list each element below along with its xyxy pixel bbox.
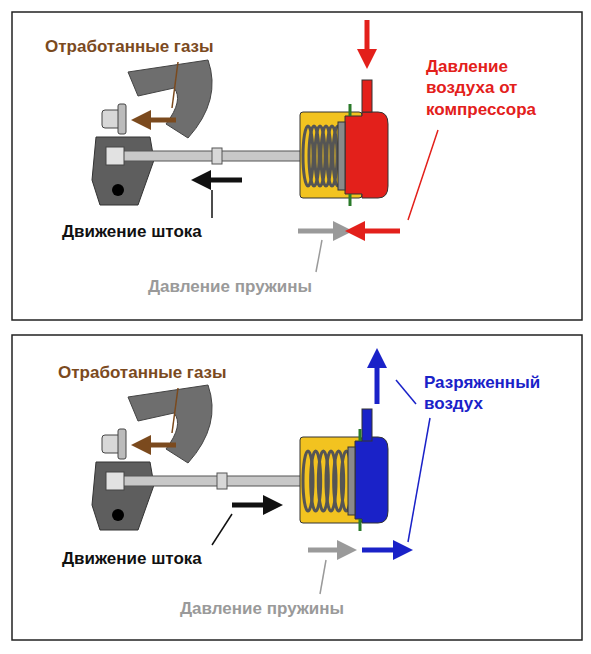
actuator-housing xyxy=(300,437,362,523)
force-arrow xyxy=(308,548,341,553)
diaphragm xyxy=(349,104,352,206)
callout-label: Отработанные газы xyxy=(58,362,288,383)
force-arrow xyxy=(365,20,370,53)
panel-frame xyxy=(12,335,582,640)
leader-line xyxy=(320,560,326,594)
leader-line xyxy=(396,380,416,404)
force-arrow xyxy=(147,118,176,123)
leader-line xyxy=(316,240,322,272)
callout-label: Движение штока xyxy=(62,548,262,569)
force-arrow xyxy=(207,178,242,183)
leader-line xyxy=(172,62,178,108)
pivot-hole xyxy=(112,509,124,521)
hose-nipple xyxy=(362,409,372,441)
exhaust-pipe xyxy=(128,385,212,463)
rod-nut xyxy=(106,147,124,165)
lever-arm xyxy=(92,137,154,205)
callout-label: Давление пружины xyxy=(180,598,410,619)
pressure-chamber xyxy=(345,112,388,198)
label-box: Отработанные газы xyxy=(45,36,275,57)
label-box: Давление пружины xyxy=(180,598,410,619)
hose-nipple xyxy=(362,80,372,112)
leader-line xyxy=(408,130,438,220)
callout-label: Давление пружины xyxy=(148,276,378,297)
wastegate-actuator xyxy=(92,385,388,531)
force-arrow xyxy=(232,503,267,508)
leader-line xyxy=(408,418,430,542)
label-box: Разряженный воздух xyxy=(424,372,569,415)
exhaust-pipe xyxy=(128,60,212,138)
wastegate-actuator xyxy=(92,60,388,206)
valve-disc xyxy=(118,429,126,459)
force-arrow xyxy=(375,364,380,404)
force-arrow xyxy=(362,548,397,553)
lever-arm xyxy=(92,462,154,530)
callout-label: Движение штока xyxy=(62,221,262,242)
pivot-hole xyxy=(112,184,124,196)
callout-label: Разряженный воздух xyxy=(424,372,569,415)
force-arrow xyxy=(298,229,337,234)
force-arrow xyxy=(147,443,176,448)
leader-line xyxy=(211,190,213,218)
callout-label: Отработанные газы xyxy=(45,36,275,57)
piston-plate xyxy=(338,122,345,190)
label-box: Давление пружины xyxy=(148,276,378,297)
label-box: Давление воздуха от компрессора xyxy=(426,56,571,120)
callout-label: Давление воздуха от компрессора xyxy=(426,56,571,120)
panel-frame xyxy=(12,12,582,320)
leader-line xyxy=(212,514,232,545)
label-box: Движение штока xyxy=(62,221,262,242)
rod-nut xyxy=(106,472,124,490)
diaphragm xyxy=(359,429,362,531)
rod-collar xyxy=(212,148,222,164)
pressure-chamber xyxy=(355,437,388,523)
label-box: Отработанные газы xyxy=(58,362,288,383)
leader-line xyxy=(172,388,178,433)
valve-disc xyxy=(118,104,126,134)
rod-collar xyxy=(217,473,227,489)
force-arrow xyxy=(361,229,400,234)
label-box: Движение штока xyxy=(62,548,262,569)
piston-plate xyxy=(348,447,355,515)
